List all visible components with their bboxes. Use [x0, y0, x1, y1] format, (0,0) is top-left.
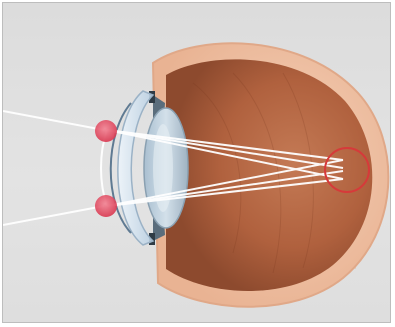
eye-diagram [3, 3, 391, 323]
corneal-focus-point-icon [95, 120, 117, 142]
figure-frame [2, 2, 391, 323]
corneal-focus-point-icon [95, 195, 117, 217]
crystalline-lens-icon [144, 108, 188, 228]
